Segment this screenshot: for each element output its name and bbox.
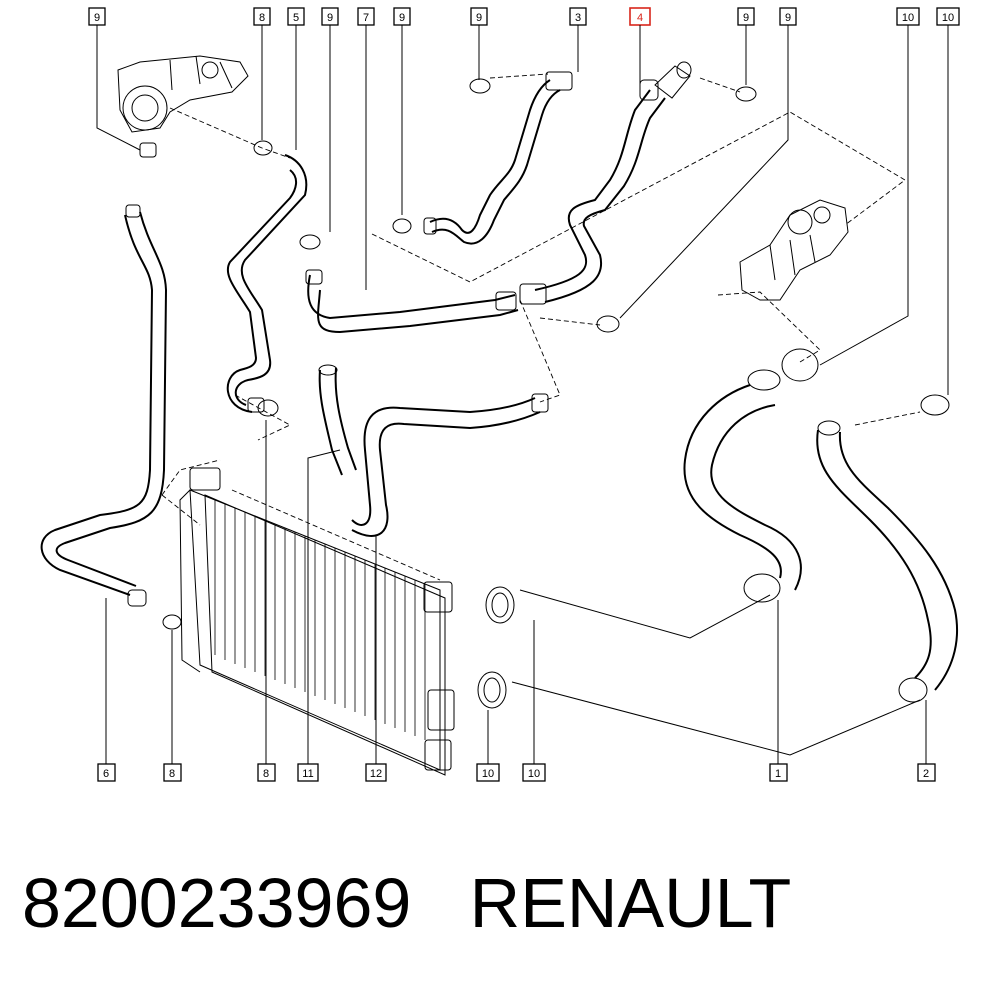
callout-bottom-5: 12 xyxy=(365,763,387,782)
callout-label: 9 xyxy=(476,12,482,24)
hose-3 xyxy=(392,71,757,333)
callout-label: 10 xyxy=(528,768,540,780)
callout-top-8: 3 xyxy=(569,7,587,26)
callout-bottom-2: 8 xyxy=(163,763,182,782)
callout-bottom-7: 10 xyxy=(522,763,546,782)
callout-label: 8 xyxy=(169,768,175,780)
callout-label: 9 xyxy=(399,12,405,24)
callout-bottom-9: 2 xyxy=(917,763,936,782)
thermostat-housing xyxy=(117,55,249,158)
radiator-core-fins xyxy=(214,500,426,740)
hose-system-diagram: 9 8 5 9 7 9 9 3 4 9 9 10 10 6 8 8 11 12 … xyxy=(40,7,960,782)
caption: 8200233969 RENAULT xyxy=(22,858,791,948)
callout-label: 9 xyxy=(327,12,333,24)
callout-label: 3 xyxy=(575,12,581,24)
callout-label: 1 xyxy=(775,768,781,780)
callout-top-10: 9 xyxy=(737,7,755,26)
callout-label: 8 xyxy=(259,12,265,24)
callout-label: 5 xyxy=(293,12,299,24)
callout-label: 10 xyxy=(942,12,954,24)
callout-label: 2 xyxy=(923,768,929,780)
callout-label: 4 xyxy=(637,12,643,24)
hose-12 xyxy=(351,393,549,537)
callout-bottom-4: 11 xyxy=(297,763,319,782)
callout-top-12: 10 xyxy=(896,7,920,26)
callout-top-4: 9 xyxy=(321,7,339,26)
water-outlet-housing xyxy=(739,199,849,301)
hose-5 xyxy=(226,140,308,417)
callout-label: 9 xyxy=(743,12,749,24)
hose-4 xyxy=(534,61,692,303)
callout-label: 9 xyxy=(94,12,100,24)
callout-top-13: 10 xyxy=(936,7,960,26)
callout-bottom-1: 6 xyxy=(97,763,116,782)
radiator xyxy=(179,467,455,776)
callout-top-5: 7 xyxy=(357,7,375,26)
hose-1 xyxy=(683,348,819,603)
callout-label: 7 xyxy=(363,12,369,24)
callout-label: 10 xyxy=(482,768,494,780)
callout-top-1: 9 xyxy=(88,7,106,26)
callout-top-6: 9 xyxy=(393,7,411,26)
part-number: 8200233969 xyxy=(22,864,412,942)
hose-2 xyxy=(816,394,959,703)
brand-name: RENAULT xyxy=(469,864,792,942)
clamps-10 xyxy=(477,586,515,709)
callout-top-11: 9 xyxy=(779,7,797,26)
callout-label: 10 xyxy=(902,12,914,24)
hose-11 xyxy=(318,364,357,476)
hose-7 xyxy=(299,234,547,334)
callout-top-9-highlighted: 4 xyxy=(629,7,651,26)
hose-6 xyxy=(40,204,182,630)
callout-top-7: 9 xyxy=(470,7,488,26)
callout-top-2: 8 xyxy=(253,7,271,26)
callout-label: 11 xyxy=(302,768,313,780)
callout-label: 12 xyxy=(370,768,382,780)
callout-bottom-6: 10 xyxy=(476,763,500,782)
callout-label: 6 xyxy=(103,768,109,780)
callout-label: 8 xyxy=(263,768,269,780)
callout-bottom-3: 8 xyxy=(257,763,276,782)
callout-bottom-8: 1 xyxy=(769,763,788,782)
callout-label: 9 xyxy=(785,12,791,24)
dashed-connection-lines xyxy=(161,73,921,756)
callout-top-3: 5 xyxy=(287,7,305,26)
leader-lines xyxy=(96,25,949,764)
